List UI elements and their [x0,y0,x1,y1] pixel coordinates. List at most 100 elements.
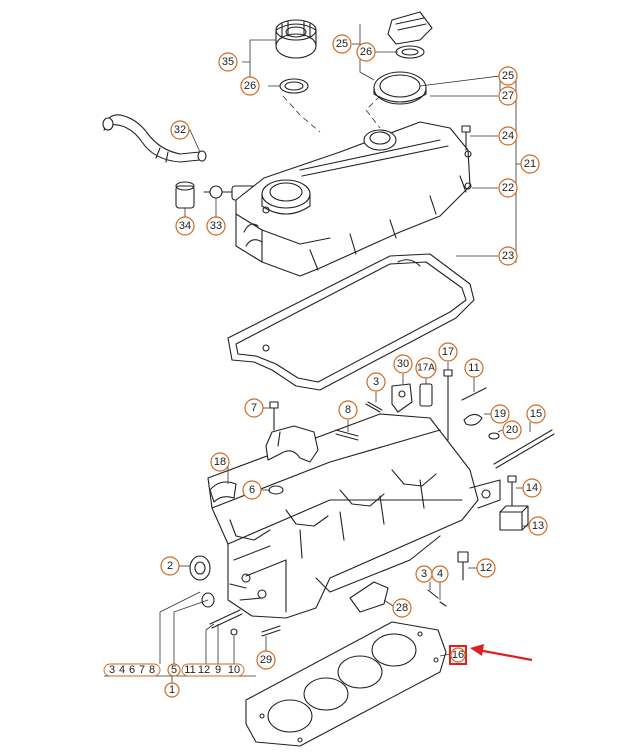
cylinder-head-cover-part [235,121,472,277]
svg-text:26: 26 [360,46,372,58]
svg-text:6: 6 [129,664,135,676]
svg-text:11: 11 [184,664,195,676]
small-seal-part [463,413,483,426]
svg-text:29: 29 [260,654,272,666]
svg-text:14: 14 [526,482,538,494]
svg-text:4: 4 [119,664,125,676]
callout-17A: 17A [415,357,437,379]
svg-text:16: 16 [452,649,464,661]
bush-part [419,383,433,407]
svg-text:20: 20 [506,424,518,436]
callout-7: 7 [244,398,264,418]
small-bolt-part [365,401,383,413]
callout-6: 6 [242,480,262,500]
breather-cap-part [387,11,433,59]
svg-text:23: 23 [502,250,514,262]
head-gasket-part [245,621,447,747]
svg-text:26: 26 [244,80,256,92]
breather-hose-part [102,114,207,163]
svg-text:8: 8 [149,664,155,676]
svg-text:19: 19 [494,408,506,420]
large-seal-ring-part [373,71,427,105]
svg-text:17: 17 [442,346,454,358]
parts-artwork [102,11,555,747]
callout-12: 12 [476,558,496,578]
callout-33: 33 [206,216,226,236]
svg-text:21: 21 [524,158,536,170]
bracket-part [391,383,413,413]
callout-15: 15 [526,404,546,424]
flange-bolt-part [507,475,517,507]
svg-text:5: 5 [171,664,177,676]
callout-25-top: 25 [332,34,352,54]
svg-text:3: 3 [373,376,379,388]
callout-20: 20 [502,420,522,440]
oil-filler-cap-part [275,19,317,59]
long-bolt-part [443,369,453,441]
bearing-shell-part [209,481,237,503]
svg-text:11: 11 [468,362,479,374]
bolt-12-part [457,551,469,581]
callout-11: 11 [464,358,484,378]
highlight-arrow [470,644,533,662]
screws-part [427,589,447,607]
callout-26-right: 26 [356,42,376,62]
svg-text:35: 35 [222,56,234,68]
callout-8: 8 [338,400,358,420]
callout-17: 17 [438,342,458,362]
stud-long-part [209,609,243,629]
callout-14: 14 [522,478,542,498]
callout-4: 4 [431,565,449,583]
svg-text:7: 7 [251,402,257,414]
svg-text:25: 25 [336,38,348,50]
callout-3-lower: 3 [415,565,433,583]
seal-ring-part [279,78,309,94]
callout-25-right: 25 [498,66,518,86]
callout-21: 21 [520,154,540,174]
callout-22: 22 [498,178,518,198]
callout-23: 23 [498,246,518,266]
cylinder-head-part [207,413,501,619]
shaft-seal-part [189,555,211,581]
svg-text:7: 7 [139,664,145,676]
rod-part [493,429,555,469]
small-washer-part [488,432,500,440]
svg-text:24: 24 [502,130,514,142]
svg-text:33: 33 [210,220,222,232]
svg-text:10: 10 [228,664,240,676]
svg-text:3: 3 [109,664,115,676]
callout-28: 28 [392,598,412,618]
callout-32: 32 [170,120,190,140]
bearing-cap-part [265,425,319,463]
callout-19: 19 [490,404,510,424]
svg-text:6: 6 [249,484,255,496]
svg-text:15: 15 [530,408,542,420]
callout-2: 2 [160,556,180,576]
dowel-pin-part [230,628,238,636]
svg-text:2: 2 [167,560,173,572]
stud-part [335,429,359,441]
sleeve-part [175,181,195,209]
svg-text:28: 28 [396,602,408,614]
callout-35: 35 [218,52,238,72]
cover-gasket-part [227,253,475,391]
svg-text:4: 4 [437,568,443,580]
svg-text:25: 25 [502,70,514,82]
head-bolt-part [269,401,279,431]
holder-part [499,505,529,531]
bracket-28-part [349,581,389,613]
callout-30: 30 [393,354,413,374]
svg-text:3: 3 [421,568,427,580]
svg-text:17A: 17A [417,363,435,374]
svg-text:9: 9 [215,664,221,676]
svg-text:34: 34 [179,220,191,232]
callout-29: 29 [256,650,276,670]
svg-text:1: 1 [169,684,175,696]
callout-18: 18 [210,452,230,472]
svg-text:18: 18 [214,456,226,468]
callout-13: 13 [528,516,548,536]
svg-text:13: 13 [532,520,544,532]
callout-16-highlighted: 16 [449,645,467,665]
callout-24: 24 [498,126,518,146]
